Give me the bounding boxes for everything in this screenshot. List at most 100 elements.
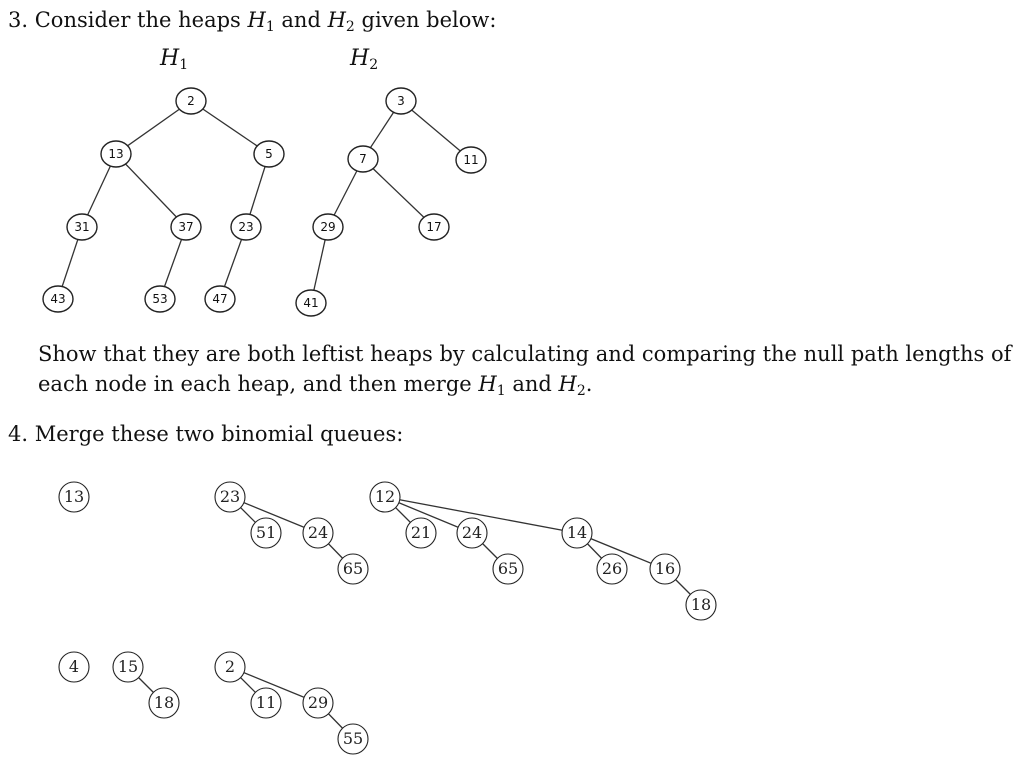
queue1-edge <box>576 532 666 570</box>
queue2-node-4: 4 <box>58 651 90 683</box>
heap1-node-31: 31 <box>66 213 98 241</box>
heap2-node-29: 29 <box>312 213 344 241</box>
queue1-node-51: 51 <box>250 517 282 549</box>
queue1-edge <box>229 496 319 534</box>
queue2-node-circle <box>58 651 90 683</box>
queue1-node-circle <box>302 517 334 549</box>
heap-subscript: 1 <box>265 19 275 35</box>
and-text: and <box>505 372 559 396</box>
heap-subscript: 2 <box>576 383 586 399</box>
heap1-node-circle <box>230 213 262 241</box>
problem-3-heading: 3. Consider the heaps H1 and H2 given be… <box>8 8 496 35</box>
heap1-node-label: 13 <box>108 147 123 161</box>
heap2-node-circle <box>312 213 344 241</box>
queue1-node-circle <box>405 517 437 549</box>
queue1-node-circle <box>561 517 593 549</box>
heap1-node-circle <box>170 213 202 241</box>
heap1-node-label: 43 <box>50 292 65 306</box>
queue1-node-label: 14 <box>567 523 587 542</box>
problem-4-number: 4. <box>8 422 29 446</box>
heap-symbol: H <box>558 372 577 396</box>
queue1-node-circle <box>456 517 488 549</box>
heap-1-label: H1 <box>160 46 188 73</box>
problem-3-body-line-2: each node in each heap, and then merge H… <box>38 372 592 399</box>
queue1-node-26: 26 <box>596 553 628 585</box>
heap-symbol: H <box>350 46 370 71</box>
queue2-node-circle <box>337 723 369 755</box>
heap-symbol: H <box>247 8 266 32</box>
queue1-node-18: 18 <box>685 589 717 621</box>
queue2-node-label: 4 <box>69 657 79 676</box>
queue1-node-label: 18 <box>691 595 711 614</box>
heap2-node-circle <box>418 213 450 241</box>
heap2-node-label: 17 <box>426 220 441 234</box>
queue2-node-2: 2 <box>214 651 246 683</box>
heap2-node-3: 3 <box>385 87 417 115</box>
heap1-node-circle <box>100 140 132 168</box>
queue1-node-circle <box>649 553 681 585</box>
queue1-node-16: 16 <box>649 553 681 585</box>
heap1-node-circle <box>204 285 236 313</box>
queue2-node-29: 29 <box>302 687 334 719</box>
queue1-node-circle <box>250 517 282 549</box>
edges-layer <box>57 100 702 740</box>
queue2-node-label: 11 <box>256 693 276 712</box>
queue1-node-label: 65 <box>498 559 518 578</box>
heap-subscript: 1 <box>179 57 189 73</box>
heap-symbol: H <box>160 46 180 71</box>
heap1-node-43: 43 <box>42 285 74 313</box>
heap1-node-13: 13 <box>100 140 132 168</box>
heap2-node-circle <box>455 146 487 174</box>
problem-4-text: Merge these two binomial queues: <box>34 422 404 446</box>
heap2-edge <box>362 158 435 228</box>
queue2-node-55: 55 <box>337 723 369 755</box>
heap1-node-53: 53 <box>144 285 176 313</box>
heap1-node-label: 5 <box>265 147 273 161</box>
heap2-node-label: 41 <box>303 296 318 310</box>
queue2-node-label: 18 <box>154 693 174 712</box>
queue1-node-12: 12 <box>369 481 401 513</box>
queue2-node-circle <box>250 687 282 719</box>
queue1-node-label: 24 <box>308 523 328 542</box>
queue1-node-circle <box>214 481 246 513</box>
heap2-edge <box>400 100 472 161</box>
heap1-edge <box>115 100 192 155</box>
queue1-node-circle <box>685 589 717 621</box>
problem-3-intro-end: given below: <box>354 8 497 32</box>
heap2-node-11: 11 <box>455 146 487 174</box>
queue2-node-11: 11 <box>250 687 282 719</box>
queue2-node-label: 15 <box>118 657 138 676</box>
queue2-node-label: 55 <box>343 729 363 748</box>
heap2-node-circle <box>347 145 379 173</box>
problem-3-intro: Consider the heaps <box>34 8 248 32</box>
queue2-node-circle <box>214 651 246 683</box>
heap-subscript: 1 <box>496 383 506 399</box>
heap2-node-17: 17 <box>418 213 450 241</box>
heap1-node-label: 23 <box>238 220 253 234</box>
queue1-edge <box>384 496 473 534</box>
heap-subscript: 2 <box>369 57 379 73</box>
heap1-node-label: 31 <box>74 220 89 234</box>
heap1-node-2: 2 <box>175 87 207 115</box>
queue1-node-circle <box>492 553 524 585</box>
queue1-node-21: 21 <box>405 517 437 549</box>
queue1-node-label: 23 <box>220 487 240 506</box>
heap1-node-label: 53 <box>152 292 167 306</box>
queue2-node-circle <box>302 687 334 719</box>
heap1-node-label: 37 <box>178 220 193 234</box>
queue2-node-label: 29 <box>308 693 328 712</box>
heap2-node-label: 29 <box>320 220 335 234</box>
heap-symbol: H <box>478 372 497 396</box>
queue2-node-15: 15 <box>112 651 144 683</box>
heap1-node-circle <box>175 87 207 115</box>
heap1-node-circle <box>66 213 98 241</box>
heap1-node-47: 47 <box>204 285 236 313</box>
heap2-node-circle <box>295 289 327 317</box>
heap2-node-7: 7 <box>347 145 379 173</box>
heap2-node-41: 41 <box>295 289 327 317</box>
heap2-node-circle <box>385 87 417 115</box>
heap1-node-5: 5 <box>253 140 285 168</box>
period: . <box>585 372 593 396</box>
and-text: and <box>274 8 328 32</box>
